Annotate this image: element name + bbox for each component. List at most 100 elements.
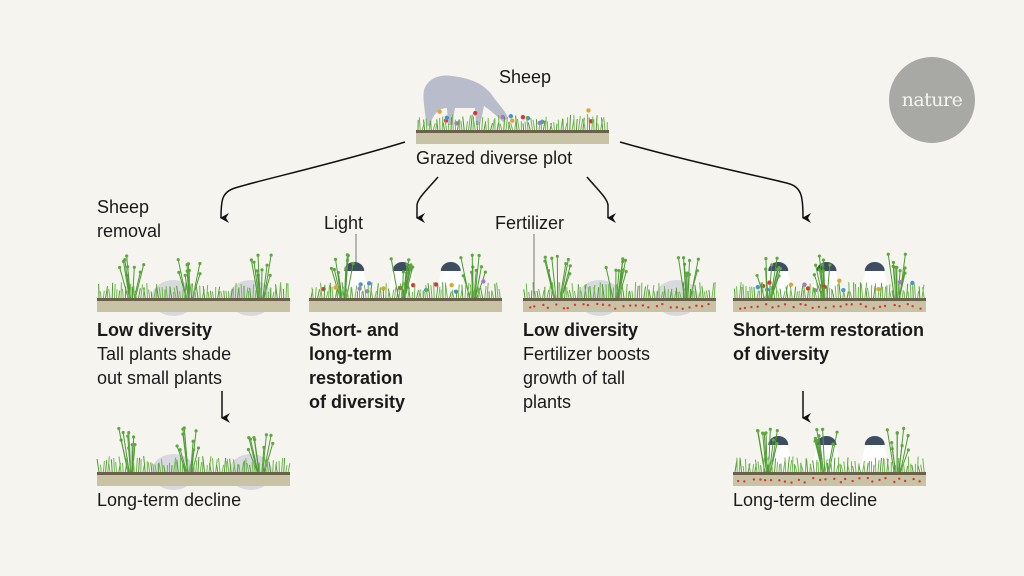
tall-plant-leaf: [817, 434, 821, 438]
grass-blade: [794, 465, 798, 473]
fertilizer-pellet: [898, 304, 901, 308]
fertilizer-pellet: [546, 306, 550, 310]
grass-blade: [625, 284, 628, 299]
grass-blade: [234, 283, 237, 299]
grass-blade: [540, 119, 543, 131]
fertilizer-pellet: [634, 304, 637, 307]
grass-blade: [566, 291, 570, 299]
tall-plant-leaf: [906, 434, 910, 438]
tall-plant-stem: [123, 261, 130, 299]
grass-blade: [184, 282, 187, 299]
grass-blade: [757, 461, 760, 473]
grass-blade: [516, 118, 520, 131]
grass-blade: [257, 284, 261, 299]
tall-plant-leaf: [479, 265, 484, 269]
wildflower: [481, 279, 486, 284]
fertilizer-pellet: [824, 478, 827, 481]
tall-plant-leaf: [614, 268, 618, 272]
grass-blade: [150, 462, 153, 473]
grass-blade: [492, 119, 495, 131]
grass-blade: [285, 282, 288, 299]
light-result-title: Short- and long-term restoration of dive…: [309, 318, 405, 414]
grass-blade: [884, 286, 887, 299]
grass-blade: [433, 282, 435, 299]
wildflower: [358, 282, 363, 287]
fertilizer-pellet: [777, 305, 780, 308]
grass-blade: [285, 464, 288, 473]
grass-blade: [108, 463, 111, 473]
tall-plant-stem: [689, 270, 698, 299]
tall-plant-leaf: [118, 265, 122, 270]
tall-plant-leaf: [695, 269, 699, 273]
tall-plant-leaf: [181, 432, 185, 436]
grass-blade: [499, 123, 503, 131]
grass-blade: [182, 287, 184, 299]
grass-blade: [374, 290, 377, 299]
grass-blade: [317, 289, 321, 299]
tall-plant-leaf: [764, 431, 768, 435]
tall-plant-stem: [815, 265, 824, 299]
grass-blade: [210, 290, 212, 299]
grass-blade: [846, 291, 849, 299]
tall-plant-leaf: [133, 442, 137, 447]
tall-plant-leaf: [903, 266, 907, 270]
tall-plant-leaf: [768, 427, 772, 431]
grass-blade: [268, 461, 272, 473]
fertilizer-pellet: [739, 307, 742, 310]
fertilizer-pellet: [911, 305, 914, 308]
grass-blade: [883, 458, 886, 473]
grass-blade: [800, 464, 804, 473]
fertilizer-result-desc-1: Fertilizer boosts: [523, 344, 651, 364]
soil-top: [97, 472, 290, 475]
grass-blade: [811, 287, 814, 299]
fertilizer-label: Fertilizer: [495, 213, 565, 233]
grass-blade: [823, 287, 826, 299]
grass-blade: [503, 116, 506, 131]
tall-plant-leaf: [770, 263, 774, 267]
grass-blade: [849, 291, 853, 299]
grass-blade: [469, 284, 473, 299]
grass-blade: [129, 462, 132, 473]
tall-plant-leaf: [401, 270, 405, 274]
tall-plant-leaf: [835, 430, 839, 434]
fertilizer-pellet: [641, 304, 645, 307]
grass-blade: [153, 288, 157, 299]
sheep-icon: [423, 75, 508, 126]
tall-plant-stem: [184, 275, 189, 299]
grass-blade: [542, 120, 546, 131]
wildflower: [437, 109, 442, 114]
tall-plant-leaf: [821, 427, 825, 431]
grass-blade: [206, 285, 209, 299]
grass-blade: [220, 291, 223, 299]
tall-plant-leaf: [247, 435, 251, 440]
tall-plant-leaf: [764, 267, 768, 271]
grass-blade: [701, 286, 704, 299]
light-result-title-line1: Short- and: [309, 320, 399, 340]
fertilizer-pellet: [622, 305, 625, 308]
tall-plant-leaf: [196, 446, 201, 450]
grass-blade: [468, 291, 471, 299]
tall-plant-leaf: [176, 258, 180, 262]
fertilizer-pellet: [799, 302, 802, 306]
grass-blade: [105, 286, 108, 299]
grass-blade: [865, 287, 868, 299]
tall-plant-leaf: [623, 258, 628, 262]
grass-blade: [866, 287, 870, 299]
grass-blade: [419, 291, 422, 299]
grass-blade: [645, 284, 649, 299]
fertilizer-pellet: [824, 306, 827, 310]
tall-plant-stem: [191, 447, 199, 473]
grass-blade: [597, 123, 599, 131]
tall-plant-leaf: [191, 439, 195, 443]
fertilizer-pellet: [655, 304, 659, 308]
wildflower: [767, 280, 772, 285]
grass-blade: [341, 282, 345, 299]
soil-top: [733, 298, 926, 301]
arrow-to-combined: [619, 141, 812, 223]
tall-plant-leaf: [333, 257, 338, 262]
sheep-removal-longterm-plot: [96, 426, 291, 490]
grass-blade: [879, 282, 883, 299]
tall-plant-stem: [179, 449, 188, 473]
tall-plant-stem: [249, 439, 259, 473]
grass-blade: [451, 289, 454, 299]
